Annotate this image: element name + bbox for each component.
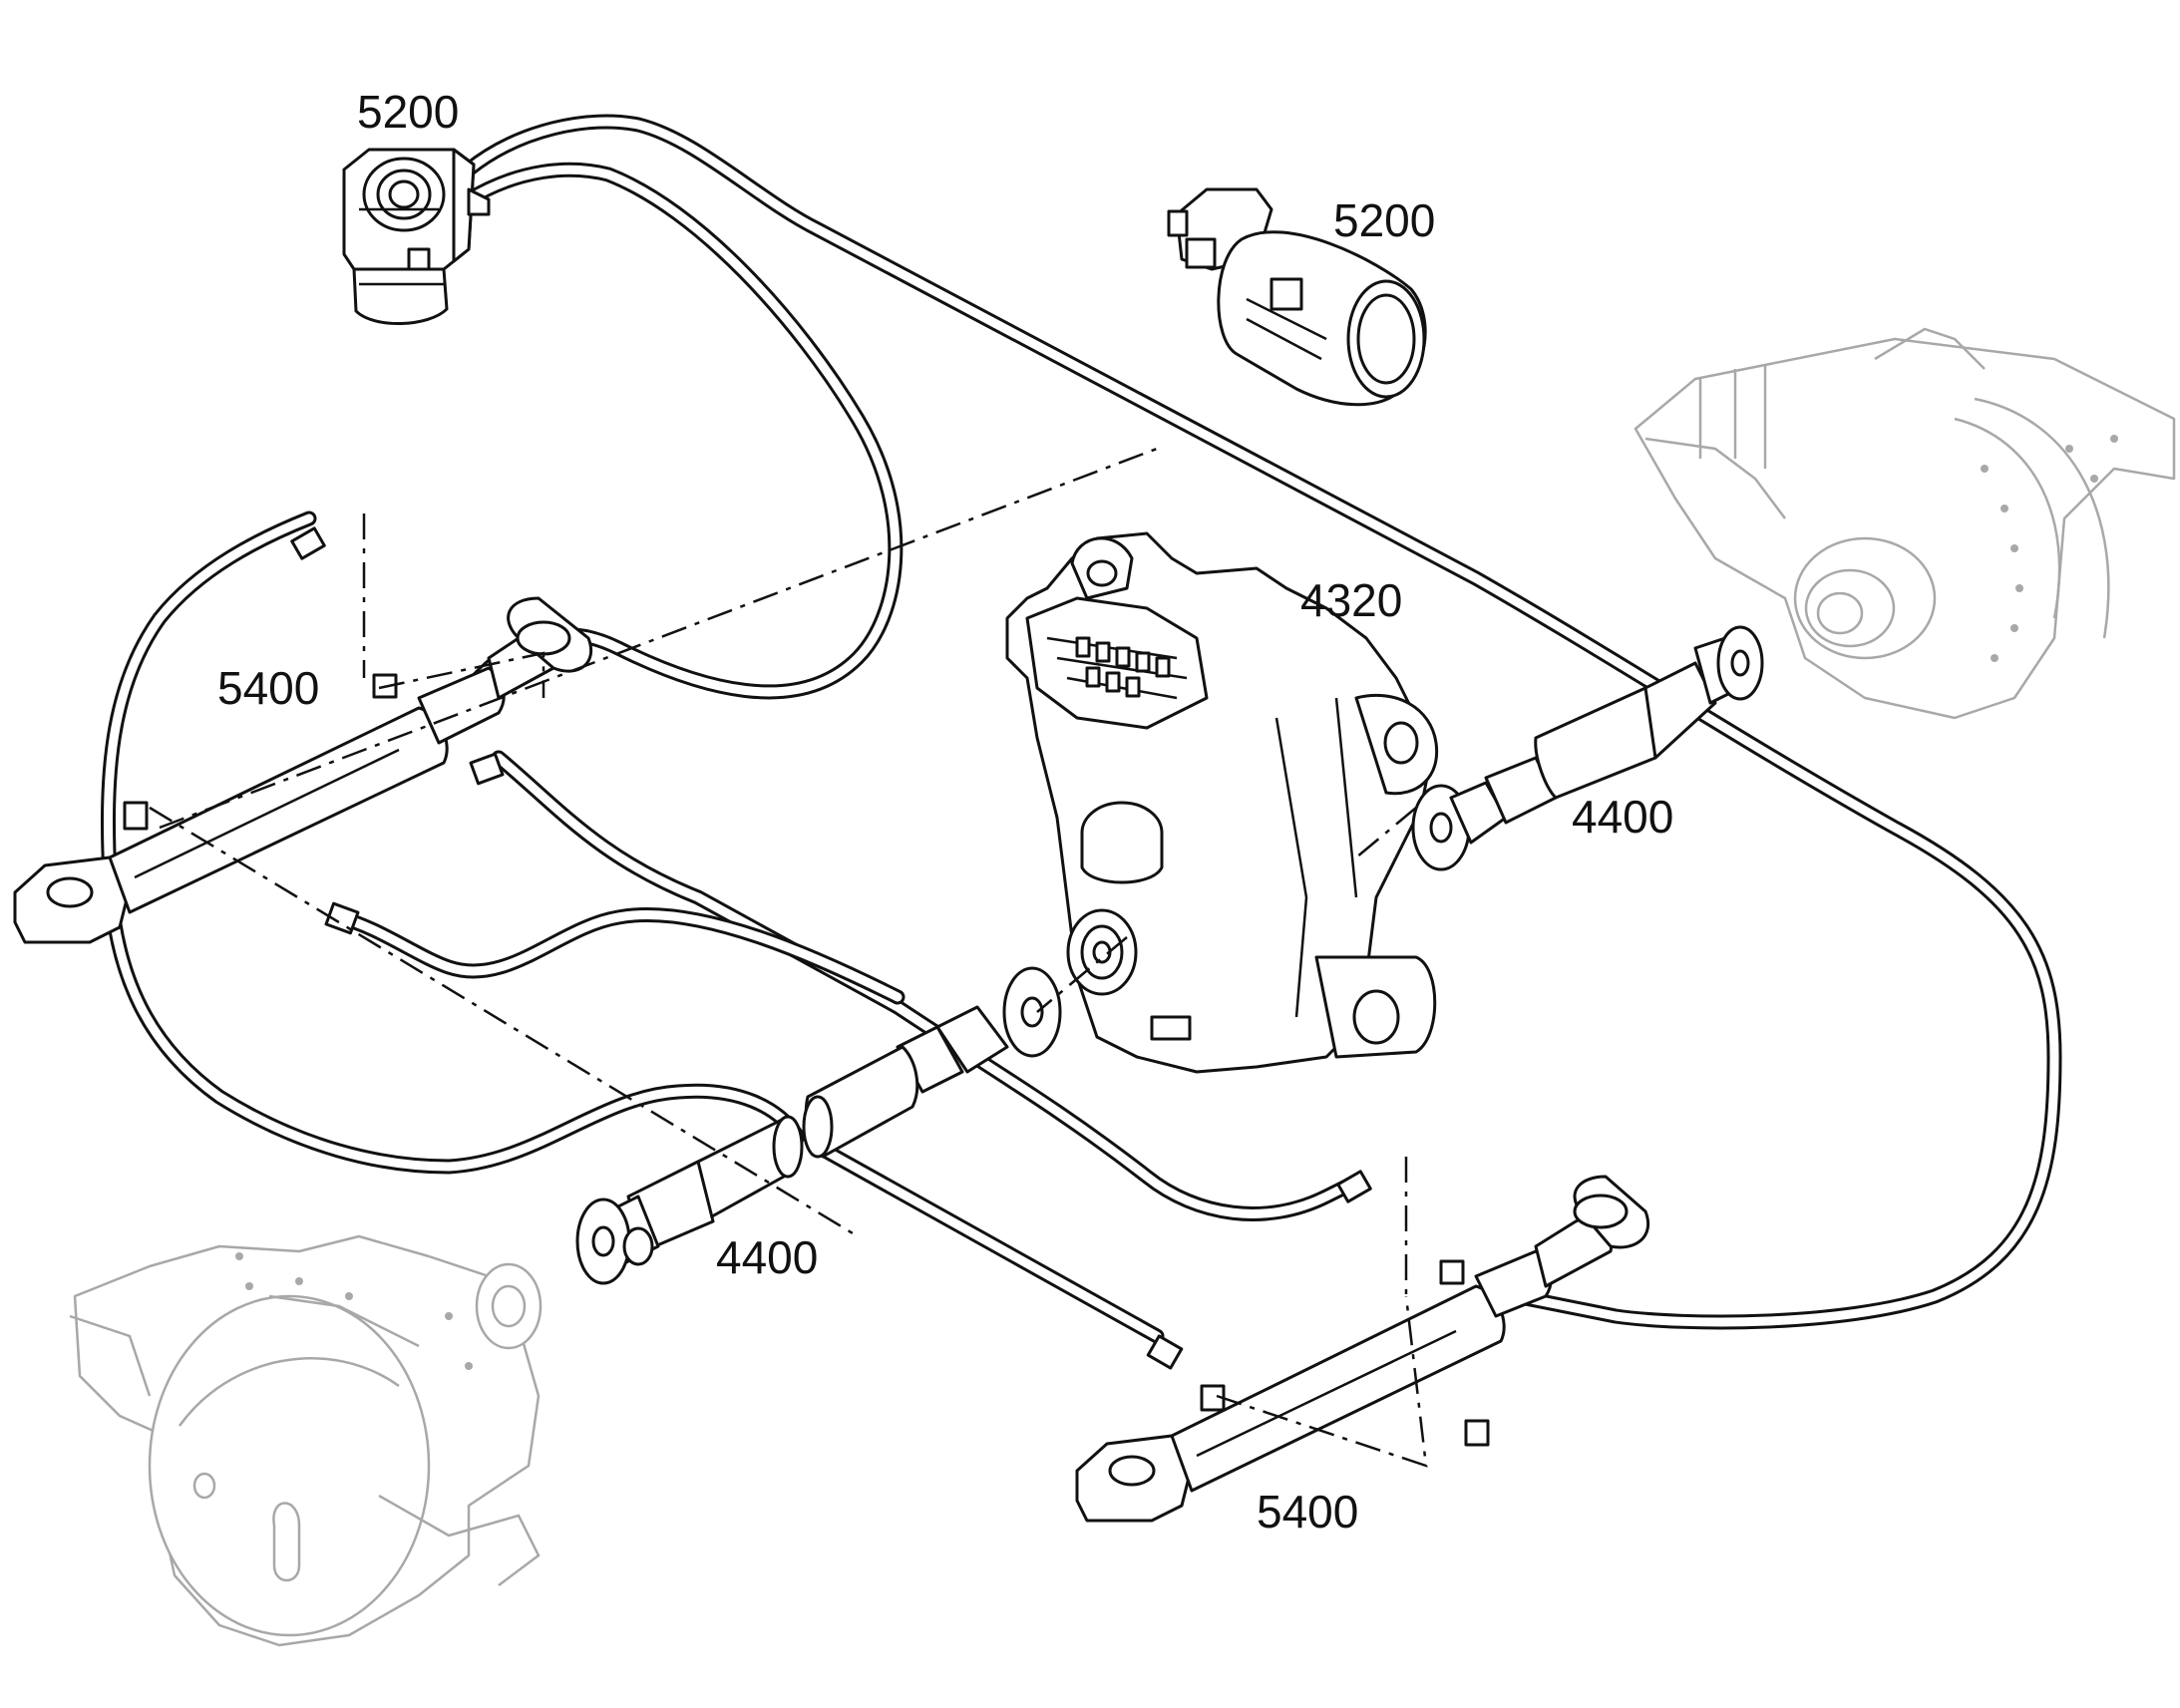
callout-steering-unit: 5200: [357, 86, 459, 138]
steering-cylinder-right: [1075, 1175, 1649, 1523]
transfer-gearbox: [1005, 531, 1439, 1074]
callout-steering-cylinder-left: 5400: [217, 662, 319, 714]
callout-transfer-gearbox: 4320: [1300, 574, 1402, 626]
rear-axle-housing: [1634, 327, 2176, 720]
hose-fittings: [290, 526, 1372, 1370]
propshaft-front: [575, 966, 1062, 1285]
steering-cylinder-left: [13, 596, 592, 944]
callout-steering-cylinder-right: 5400: [1257, 1486, 1358, 1537]
front-axle-housing: [69, 1234, 543, 1647]
hydraulic-hoses: [100, 114, 2062, 1344]
callout-propshaft-rear: 4400: [1572, 791, 1673, 843]
centerlines: [149, 447, 1428, 1468]
propshaft-rear: [1411, 625, 1764, 871]
callout-steering-valve: 5200: [1333, 194, 1435, 246]
steering-valve: [1167, 187, 1427, 407]
steering-unit: [342, 148, 491, 326]
callout-labels: 5200 5200 4320 5400 4400 4400 5400: [217, 86, 1673, 1537]
callout-propshaft-front: 4400: [716, 1231, 818, 1283]
